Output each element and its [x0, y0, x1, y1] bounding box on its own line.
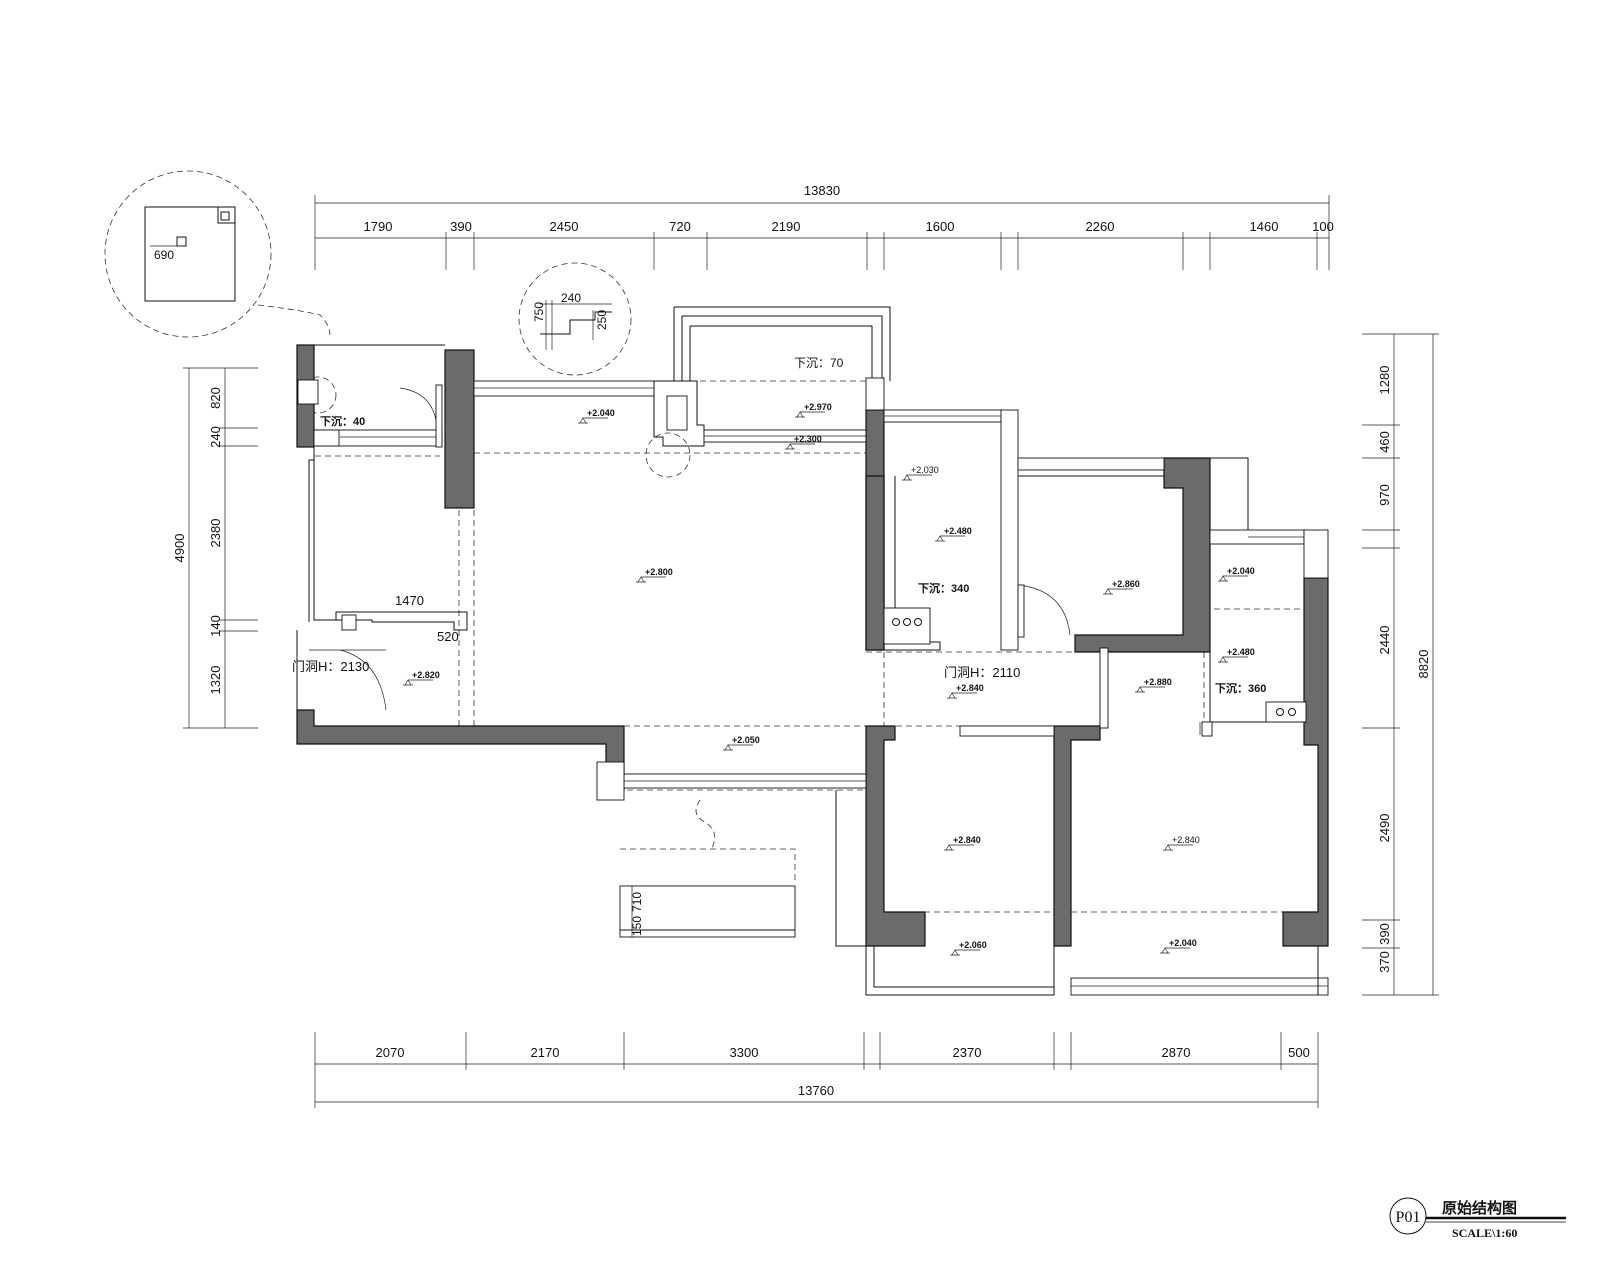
svg-text:+2.040: +2.040: [587, 408, 615, 418]
top-dim-7: 2260: [1086, 219, 1115, 234]
step-detail-riser: 250: [595, 310, 609, 330]
elevation-marker: +2.840: [947, 683, 984, 699]
left-dimension-chain: 4900 820 240 2380 140 1320: [172, 367, 258, 729]
sink-40-label: 下沉：40: [320, 414, 365, 428]
step-detail-height: 750: [532, 302, 546, 322]
niche-depth-dim: 520: [437, 629, 459, 644]
column-detail-callout: 690: [104, 170, 331, 338]
right-dim-7: 370: [1377, 951, 1392, 973]
elevation-marker: +2.030: [902, 465, 939, 481]
left-dim-2: 240: [208, 426, 223, 448]
column-detail-dim: 690: [154, 248, 174, 262]
top-total-dim: 13830: [804, 183, 840, 198]
drawing-title: 原始结构图: [1442, 1199, 1517, 1217]
room-annotations: 下沉：70 下沉：40 下沉：340 下沉：360 门洞H：2130 门洞H：2…: [292, 356, 1266, 695]
svg-text:+2.840: +2.840: [1172, 835, 1200, 845]
top-dim-9: 100: [1312, 219, 1334, 234]
right-dim-2: 460: [1377, 431, 1392, 453]
elevation-marker: +2.840: [944, 835, 981, 851]
step-detail-callout: 240 750 250: [518, 262, 632, 376]
svg-text:+2.030: +2.030: [911, 465, 939, 475]
door-opening-left-label: 门洞H：2130: [292, 659, 369, 674]
elevation-marker: +2.840: [1163, 835, 1200, 851]
svg-text:+2.970: +2.970: [804, 402, 832, 412]
left-dim-4: 140: [208, 615, 223, 637]
right-dim-4: 2440: [1377, 626, 1392, 655]
elevation-marker: +2.480: [1218, 647, 1255, 663]
bottom-dim-6: 500: [1288, 1045, 1310, 1060]
bottom-dim-1: 2070: [376, 1045, 405, 1060]
right-dim-6: 390: [1377, 923, 1392, 945]
top-dim-2: 390: [450, 219, 472, 234]
svg-text:+2.840: +2.840: [953, 835, 981, 845]
svg-text:+2.860: +2.860: [1112, 579, 1140, 589]
left-total-dim: 4900: [172, 534, 187, 563]
elevation-marker: +2.480: [935, 526, 972, 542]
top-dim-3: 2450: [550, 219, 579, 234]
svg-text:+2.800: +2.800: [645, 567, 673, 577]
svg-text:+2.040: +2.040: [1227, 566, 1255, 576]
elevation-markers: +2.040 +2.970 +2.300 +2.030 +2.480 +2.86…: [403, 402, 1255, 956]
left-dim-5: 1320: [208, 666, 223, 695]
top-dim-5: 2190: [772, 219, 801, 234]
top-dimension-chain: 13830 1790 390 2450 720 2190 1600 2260 1…: [314, 183, 1334, 270]
sink-360-label: 下沉：360: [1215, 681, 1266, 695]
drawing-code: P01: [1396, 1209, 1421, 1226]
svg-text:+2.480: +2.480: [944, 526, 972, 536]
elevation-marker: +2.040: [1160, 938, 1197, 954]
bench-depth-dim: 150: [630, 916, 644, 936]
top-dim-1: 1790: [364, 219, 393, 234]
bottom-total-dim: 13760: [798, 1083, 834, 1098]
top-dim-8: 1460: [1250, 219, 1279, 234]
svg-text:+2.040: +2.040: [1169, 938, 1197, 948]
elevation-marker: +2.040: [1218, 566, 1255, 582]
niche-width-dim: 1470: [395, 593, 424, 608]
top-dim-6: 1600: [926, 219, 955, 234]
right-dimension-chain: 8820 1280 460 970 2440 2490 390 370: [1362, 333, 1439, 996]
elevation-marker: +2.050: [723, 735, 760, 751]
right-dim-1: 1280: [1377, 366, 1392, 395]
bottom-dimension-chain: 2070 2170 3300 2370 2870 500 13760: [314, 1032, 1319, 1108]
right-dim-3: 970: [1377, 484, 1392, 506]
inner-dimensions: 1470 520 710 150: [395, 593, 644, 936]
svg-text:+2.480: +2.480: [1227, 647, 1255, 657]
elevation-marker: +2.860: [1103, 579, 1140, 595]
step-detail-width: 240: [561, 291, 581, 305]
elevation-marker: +2.820: [403, 670, 440, 686]
bottom-dim-4: 2370: [953, 1045, 982, 1060]
floor-change-lines: [299, 376, 1318, 913]
svg-text:+2.050: +2.050: [732, 735, 760, 745]
left-dim-1: 820: [208, 387, 223, 409]
door-opening-mid-label: 门洞H：2110: [944, 665, 1020, 680]
svg-text:+2.880: +2.880: [1144, 677, 1172, 687]
right-dim-5: 2490: [1377, 814, 1392, 843]
bottom-dim-5: 2870: [1162, 1045, 1191, 1060]
elevation-marker: +2.040: [578, 408, 615, 424]
elevation-marker: +2.300: [785, 434, 822, 450]
partition-lines: [296, 344, 1307, 737]
top-dim-4: 720: [669, 219, 691, 234]
left-dim-3: 2380: [208, 519, 223, 548]
svg-text:+2.060: +2.060: [959, 940, 987, 950]
sink-top-balcony-label: 下沉：70: [794, 356, 844, 370]
title-block: P01 原始结构图 SCALE\1:60: [1389, 1197, 1566, 1240]
elevation-marker: +2.880: [1135, 677, 1172, 693]
elevation-marker: +2.060: [950, 940, 987, 956]
bench-height-dim: 710: [630, 892, 644, 912]
elevation-marker: +2.800: [636, 567, 673, 583]
drawing-scale: SCALE\1:60: [1452, 1226, 1517, 1240]
sink-340-label: 下沉：340: [918, 581, 969, 595]
right-total-dim: 8820: [1416, 650, 1431, 679]
bottom-dim-3: 3300: [730, 1045, 759, 1060]
elevation-marker: +2.970: [795, 402, 832, 418]
svg-text:+2.300: +2.300: [794, 434, 822, 444]
bottom-dim-2: 2170: [531, 1045, 560, 1060]
svg-text:+2.820: +2.820: [412, 670, 440, 680]
svg-text:+2.840: +2.840: [956, 683, 984, 693]
windows-and-balconies: [473, 306, 1329, 996]
